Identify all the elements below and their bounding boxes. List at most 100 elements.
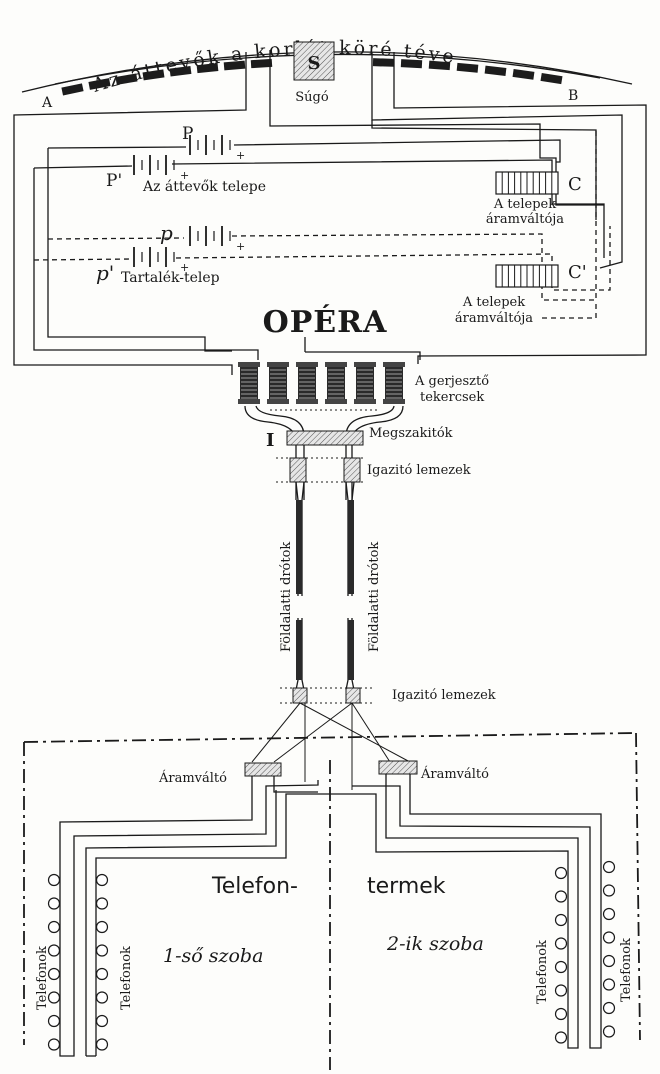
- label-P-prime: P': [106, 171, 122, 191]
- regulator-top-right: [343, 457, 361, 483]
- regulators-bottom-label: Igazitó lemezek: [392, 688, 496, 703]
- transmitters-right: [372, 58, 563, 85]
- label-A: A: [41, 95, 53, 111]
- telephone: [554, 937, 568, 950]
- telephone: [47, 967, 61, 981]
- telephone: [95, 967, 109, 981]
- coil-cap-top: [325, 362, 347, 367]
- telephone: [602, 978, 616, 991]
- phone-lines-right: [330, 774, 602, 1049]
- telephone: [47, 897, 61, 910]
- prompter-symbol: S: [308, 53, 321, 74]
- battery-switch-C-prime: C' A telepek áramváltója: [455, 262, 587, 326]
- transmitter-segment: [540, 72, 563, 85]
- transmitter-segment: [428, 60, 451, 71]
- telephone: [602, 1025, 616, 1038]
- transmitter-segment: [142, 69, 165, 81]
- telephone: [47, 1014, 61, 1028]
- telephone: [602, 884, 616, 897]
- label-P: P: [182, 124, 193, 144]
- crossing-wires: [251, 702, 411, 790]
- coil-cap-bottom: [354, 399, 376, 404]
- telephone: [602, 1001, 616, 1015]
- coil-body: [240, 367, 258, 399]
- transmitter-segment: [372, 58, 395, 67]
- battery-p: +: [189, 226, 245, 253]
- hall-boundary: [23, 732, 641, 1070]
- telephone: [47, 944, 61, 957]
- transformers: Áramváltó Áramváltó: [158, 760, 489, 786]
- label-B: B: [568, 88, 578, 104]
- coil-cap-bottom: [325, 399, 347, 404]
- telephone: [95, 1014, 109, 1028]
- telephone: [554, 913, 568, 927]
- telephone: [602, 907, 616, 921]
- telephone: [95, 1038, 109, 1051]
- coil-cap-top: [238, 362, 260, 367]
- transmitter-segment: [88, 78, 111, 90]
- telephone: [47, 920, 61, 934]
- transmitter-segment: [250, 58, 273, 69]
- coil-body: [385, 367, 403, 399]
- transformer-right: [378, 760, 418, 775]
- coil-cap-bottom: [238, 399, 260, 404]
- telephone: [95, 920, 109, 934]
- hall-label-2: termek: [367, 874, 446, 899]
- main-wiring: [13, 50, 647, 375]
- phones-column-3: [554, 866, 568, 1044]
- battery-P: +: [189, 135, 245, 162]
- regulators-top-label: Igazitó lemezek: [367, 463, 471, 478]
- hall-label-1: Telefon-: [211, 874, 298, 899]
- telephone: [47, 873, 61, 887]
- prompter-label: Súgó: [295, 90, 329, 105]
- interrupter-symbol: I: [266, 430, 274, 451]
- transmitter-segment: [169, 65, 192, 77]
- room-second-label: 2-ik szoba: [386, 933, 484, 955]
- telephone: [554, 1007, 568, 1021]
- transformer-left-label: Áramváltó: [158, 770, 227, 786]
- regulators-bottom: Igazitó lemezek: [280, 687, 496, 704]
- telephone: [554, 890, 568, 903]
- cable-break: [290, 596, 360, 618]
- main-battery-label: Az áttevők telepe: [142, 179, 266, 195]
- switch-C-prime-label-1: A telepek: [462, 295, 525, 310]
- transmitter-segment: [484, 65, 507, 76]
- coil-body: [327, 367, 345, 399]
- phones-label-1: Telefonok: [35, 946, 50, 1010]
- main-battery: + + P P' Az áttevők telepe: [106, 124, 266, 195]
- reserve-battery: + + p p' Tartalék-telep: [96, 221, 245, 286]
- phones-label-2: Telefonok: [119, 946, 134, 1010]
- coil-leads: [244, 405, 404, 500]
- telephone: [95, 944, 109, 957]
- telephone: [554, 984, 568, 997]
- interrupters: I Megszakitók: [266, 426, 453, 451]
- battery-plus: +: [180, 261, 189, 274]
- coil-cap-bottom: [296, 399, 318, 404]
- prompter-rect: [293, 41, 335, 81]
- battery-p-prime: +: [133, 247, 189, 274]
- underground-cables: Földalatti drótok Földalatti drótok: [279, 481, 382, 691]
- interrupter-bar: [286, 430, 364, 446]
- battery-P-prime: +: [133, 155, 189, 182]
- coils-label-1: A gerjesztő: [414, 374, 489, 389]
- transmitter-segment: [196, 63, 219, 74]
- telephone: [47, 991, 61, 1004]
- transformer-right-label: Áramváltó: [420, 766, 489, 782]
- coil-cap-top: [296, 362, 318, 367]
- coil-body: [356, 367, 374, 399]
- phones-label-3: Telefonok: [535, 940, 550, 1004]
- coil-cap-top: [354, 362, 376, 367]
- telephone: [95, 873, 109, 887]
- regulator-top-left: [289, 457, 307, 483]
- cable-left-label: Földalatti drótok: [279, 542, 294, 652]
- phone-lines-left: [59, 776, 330, 1057]
- excitation-coils: [238, 362, 405, 404]
- coil-body: [269, 367, 287, 399]
- transmitter-segment: [512, 68, 535, 80]
- telephone: [95, 897, 109, 910]
- telephone: [95, 991, 109, 1004]
- telephone: [554, 1031, 568, 1044]
- phones-column-1: [47, 873, 61, 1051]
- transformer-left: [244, 762, 282, 777]
